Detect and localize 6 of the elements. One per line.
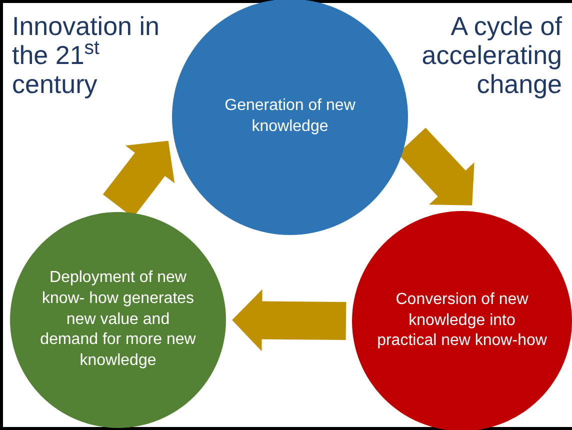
circle-text: Conversion of new knowledge into practical new know-how <box>377 290 547 352</box>
circle-text: Deployment of new know- how generates new value and demand for more new knowledge <box>39 268 197 372</box>
heading-text: Innovation in the 21$^{st}$ century <box>12 12 160 100</box>
circle-text: Generation of new knowledge <box>224 96 356 137</box>
block-arrow <box>232 289 346 352</box>
heading-text: A cycle of accelerating change <box>420 12 562 100</box>
